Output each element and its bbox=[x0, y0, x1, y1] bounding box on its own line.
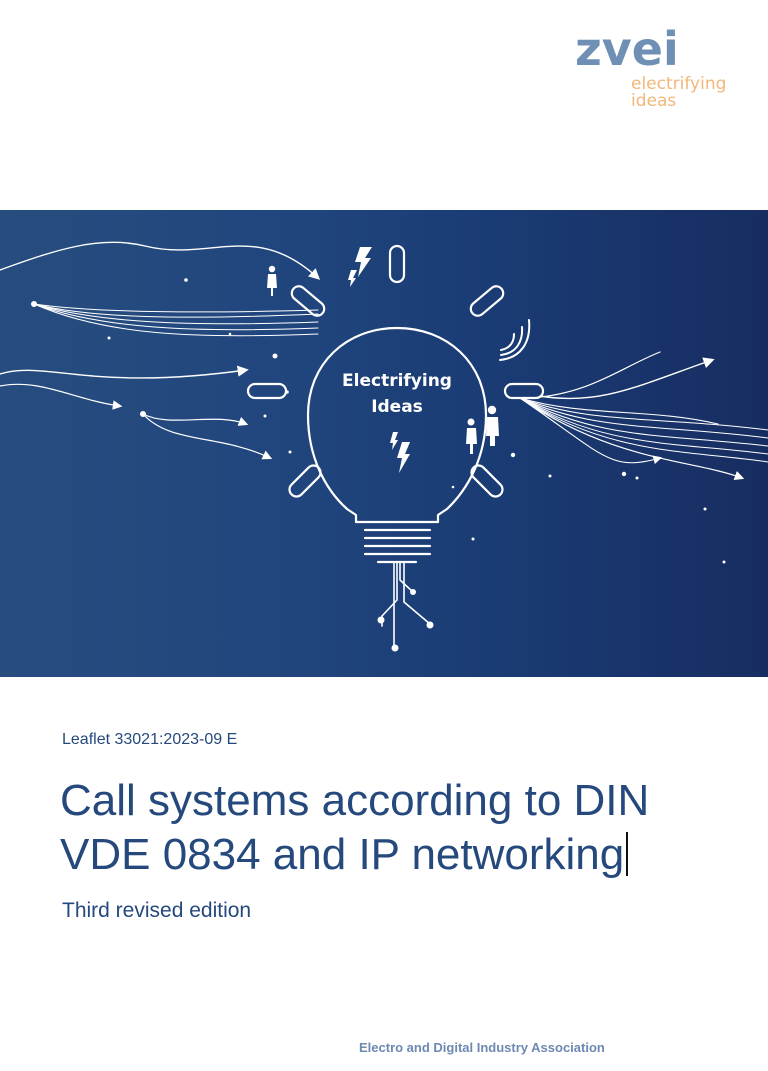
edition-subtitle: Third revised edition bbox=[62, 899, 252, 922]
leaflet-code: Leaflet 33021:2023-09 E bbox=[62, 731, 238, 748]
document-title[interactable]: Call systems according to DIN VDE 0834 a… bbox=[60, 774, 720, 882]
zvei-logo: zvei electrifying ideas bbox=[575, 26, 735, 116]
association-name: Electro and Digital Industry Association bbox=[359, 1040, 605, 1055]
bulb-text: Electrifying Ideas bbox=[342, 371, 452, 417]
light-bulb-network-illustration bbox=[0, 241, 768, 652]
text-cursor bbox=[626, 832, 629, 876]
document-title-text[interactable]: Call systems according to DIN VDE 0834 a… bbox=[60, 776, 650, 879]
logo-wordmark: zvei bbox=[575, 22, 679, 76]
hero-illustration: Electrifying Ideas bbox=[0, 210, 768, 677]
logo-tagline: electrifying ideas bbox=[631, 74, 727, 111]
